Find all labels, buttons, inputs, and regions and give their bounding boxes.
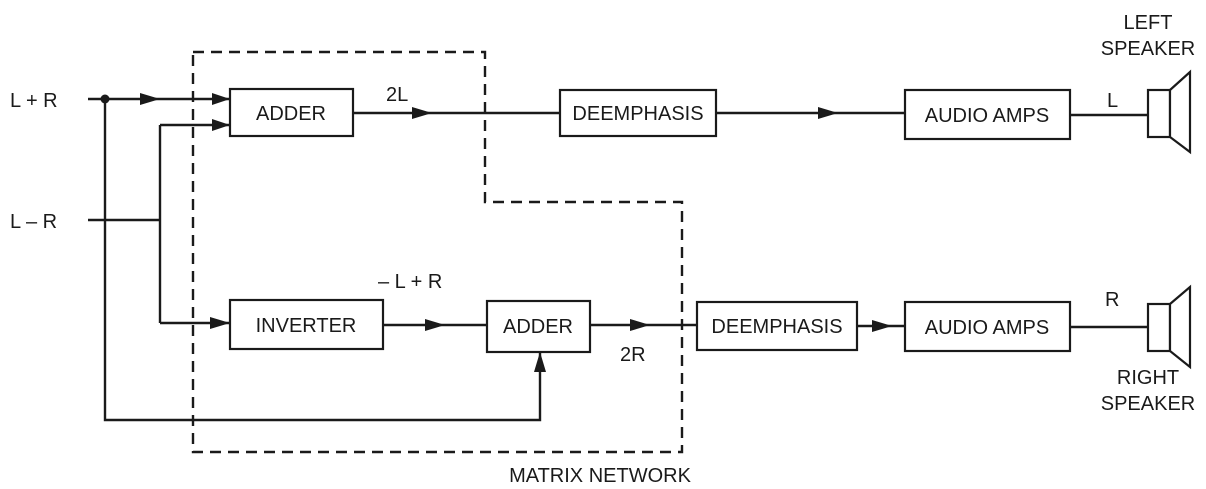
signal-2l-label: 2L <box>386 84 408 106</box>
left-speaker-label-line1: LEFT <box>1124 12 1173 34</box>
arrow-head <box>212 119 230 131</box>
right-channel-label: R <box>1105 289 1119 311</box>
arrow-head <box>534 352 546 372</box>
arrow-head <box>212 93 230 105</box>
deemphasis-right-block <box>695 300 859 352</box>
left-speaker-icon <box>1146 69 1192 155</box>
arrow-head <box>210 317 230 329</box>
signal-2r-label: 2R <box>620 344 646 366</box>
adder-right-label: ADDER <box>503 316 573 338</box>
signal-neg-l-plus-r-label: – L + R <box>378 271 442 293</box>
right-speaker-label-line1: RIGHT <box>1117 367 1179 389</box>
adder-left-block <box>228 87 355 138</box>
matrix-network-label: MATRIX NETWORK <box>509 465 692 487</box>
inverter-label: INVERTER <box>256 315 357 337</box>
adder-right-block <box>485 299 592 354</box>
arrow-head <box>412 107 432 119</box>
arrow-head <box>425 319 445 331</box>
audio-amps-left-block <box>903 88 1072 141</box>
arrow-head <box>140 93 160 105</box>
arrow-head <box>630 319 650 331</box>
wire-sum-feedback <box>103 99 542 422</box>
deemphasis-left-label: DEEMPHASIS <box>572 103 703 125</box>
audio-amps-right-block <box>903 300 1072 353</box>
audio-amps-right-label: AUDIO AMPS <box>925 317 1049 339</box>
left-speaker-label-line2: SPEAKER <box>1101 38 1195 60</box>
adder-left-label: ADDER <box>256 103 326 125</box>
inverter-block <box>228 298 385 351</box>
input-difference-label: L – R <box>10 211 57 233</box>
right-speaker-icon <box>1146 284 1192 370</box>
deemphasis-left-block <box>558 88 718 138</box>
input-sum-label: L + R <box>10 90 58 112</box>
right-speaker-label-line2: SPEAKER <box>1101 393 1195 415</box>
audio-amps-left-label: AUDIO AMPS <box>925 105 1049 127</box>
arrow-head <box>872 320 892 332</box>
matrix-network-outline <box>191 50 684 454</box>
left-channel-label: L <box>1107 90 1118 112</box>
deemphasis-right-label: DEEMPHASIS <box>711 316 842 338</box>
arrow-head <box>818 107 838 119</box>
